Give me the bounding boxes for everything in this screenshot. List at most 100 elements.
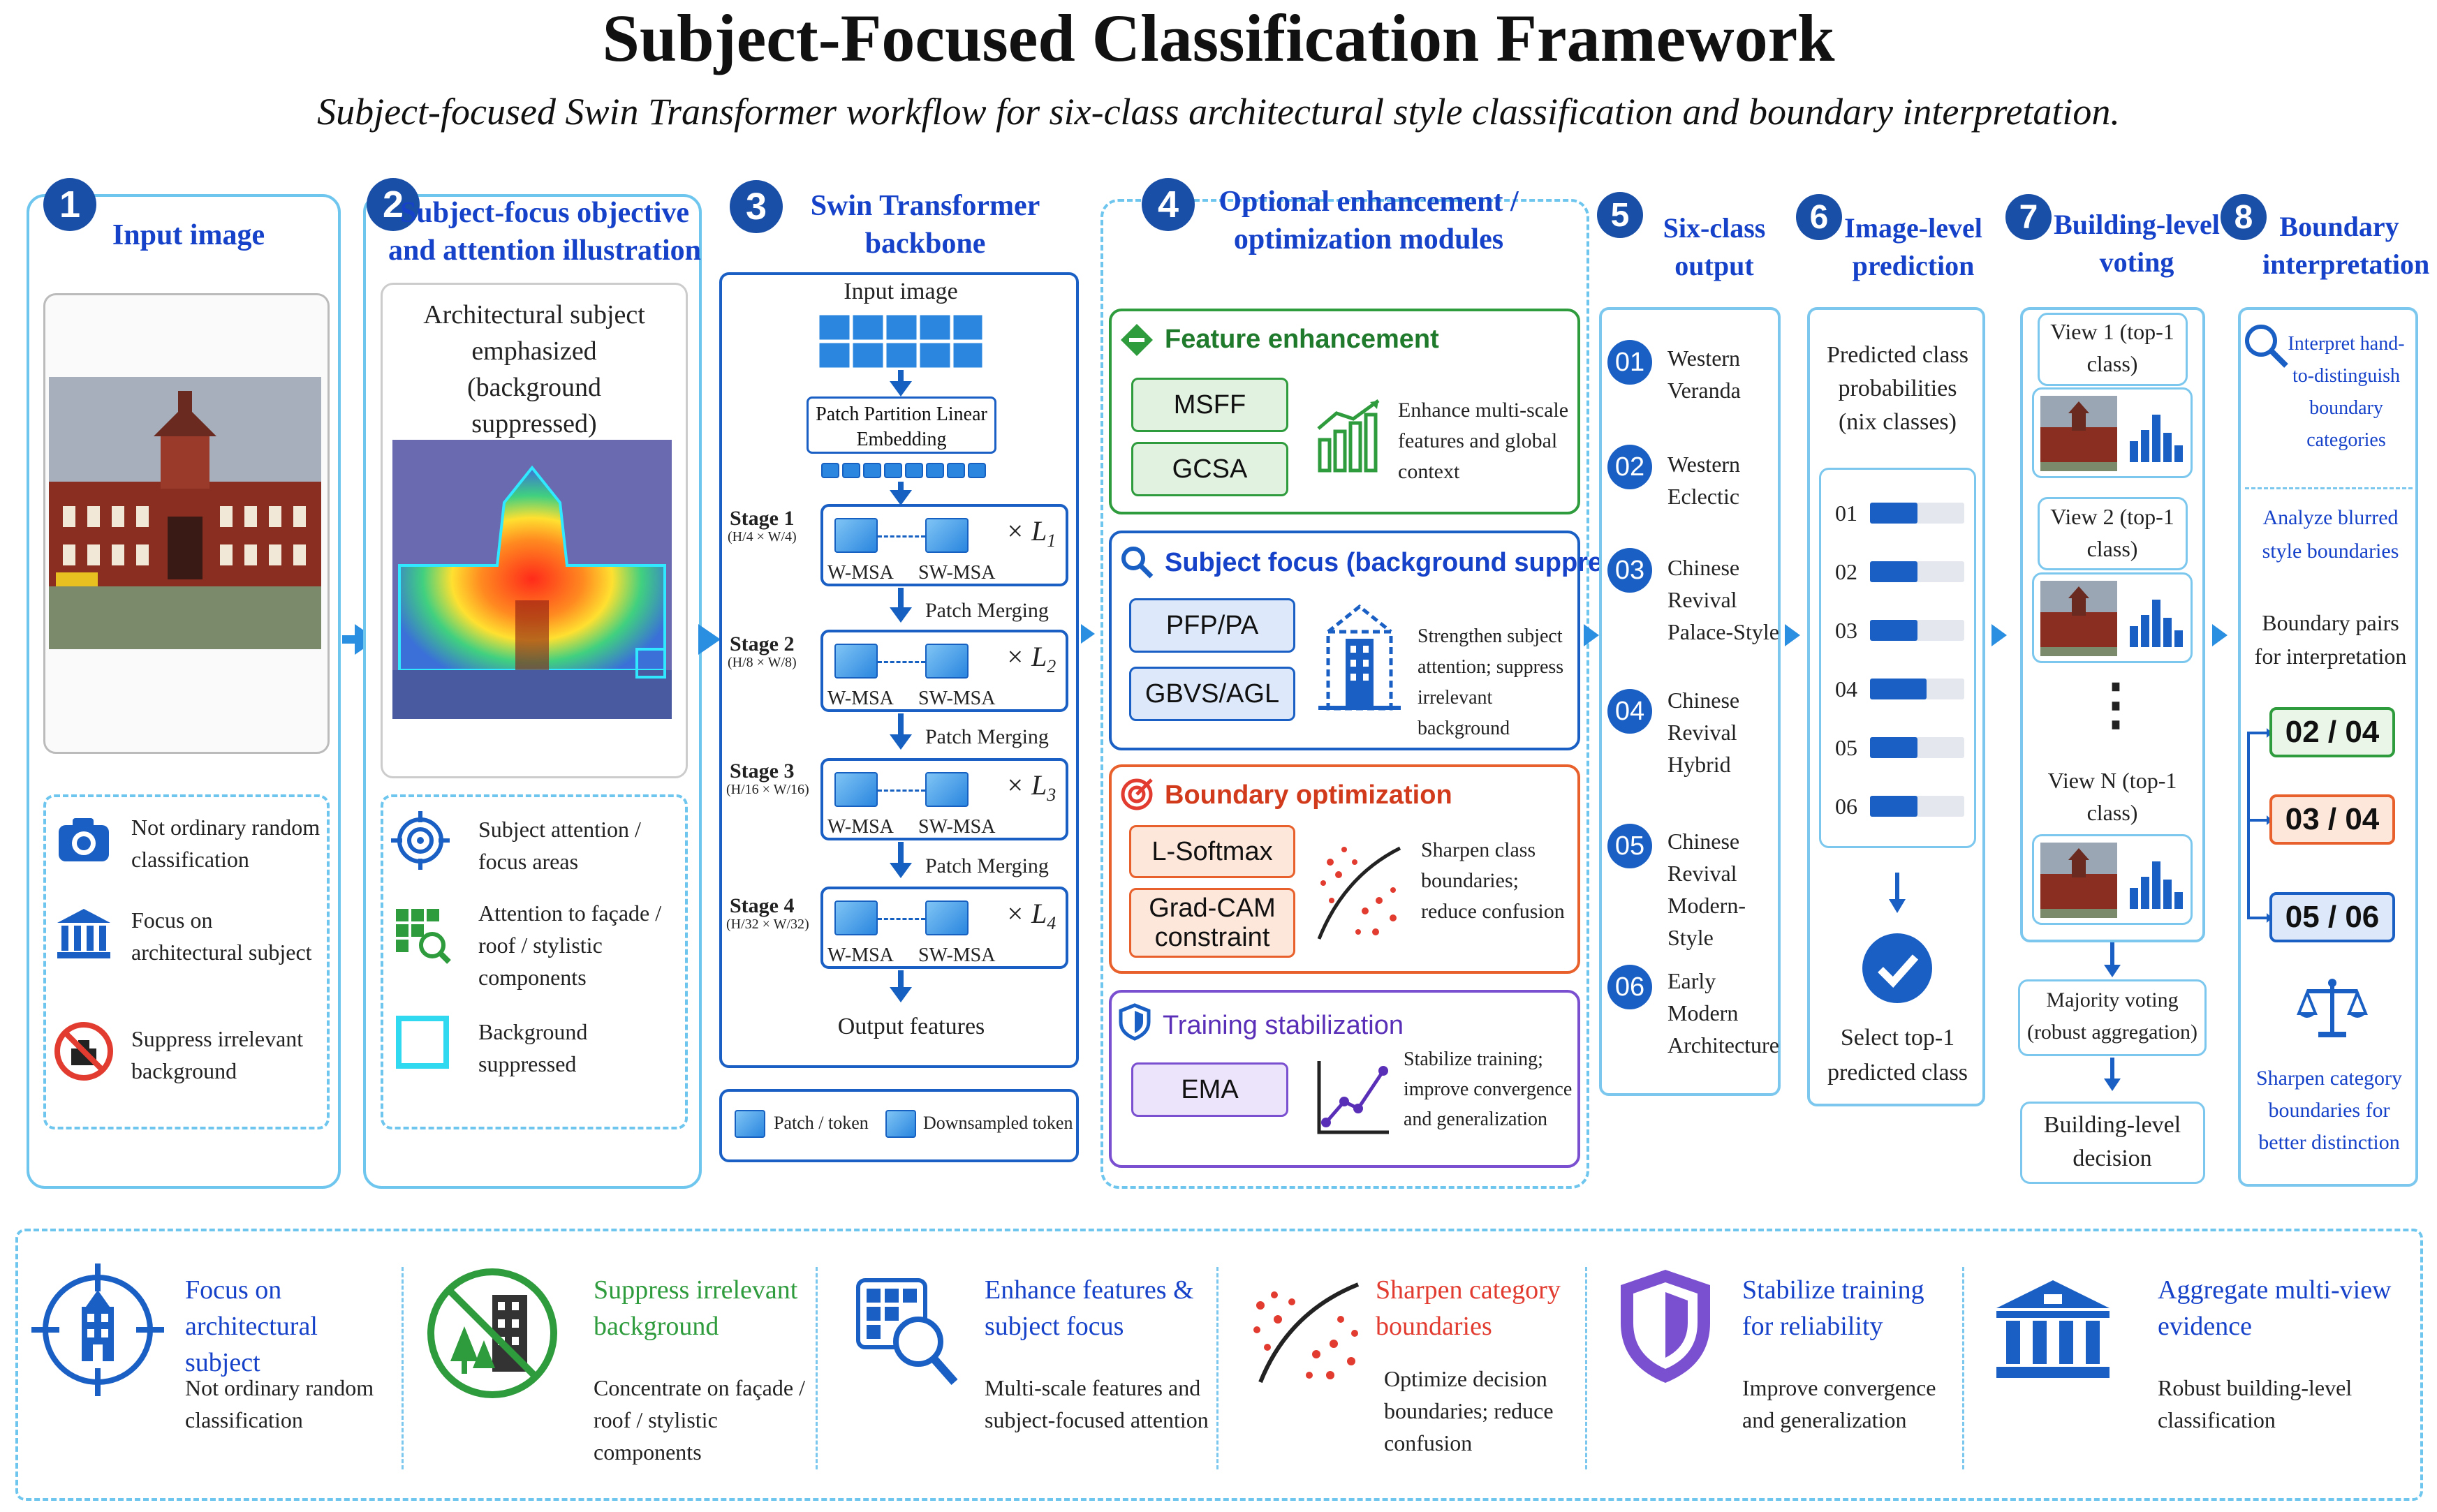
w-msa-label: W-MSA <box>827 816 894 838</box>
probability-bar <box>1870 503 1917 524</box>
bar-chart-growth-icon <box>1317 399 1380 473</box>
bar-chart-icon <box>2130 600 2183 647</box>
diamond-icon <box>1121 324 1153 356</box>
token-row-icon <box>821 463 986 478</box>
summary-strip <box>15 1229 2423 1501</box>
probability-chart <box>1819 468 1976 848</box>
module-item: PFP/PA <box>1129 598 1295 653</box>
down-arrow-icon <box>2104 1058 2121 1091</box>
bar-label: 04 <box>1835 676 1857 702</box>
module-title: Subject focus (background suppression) <box>1165 548 1681 577</box>
module-item: Grad-CAM constraint <box>1129 888 1295 958</box>
line-chart-icon <box>1317 1061 1389 1134</box>
strip-divider <box>1962 1267 1964 1469</box>
check-circle-icon <box>1862 933 1932 1003</box>
view-building-thumb <box>2040 581 2117 656</box>
flow-arrowhead <box>890 381 912 396</box>
flow-arrowhead <box>890 987 912 1002</box>
panel-5-title: Six-class output <box>1663 212 1766 281</box>
class-name: Chinese Revival Modern-Style <box>1667 829 1746 950</box>
sw-msa-label: SW-MSA <box>918 816 996 838</box>
module-item: L-Softmax <box>1129 825 1295 878</box>
divider <box>2245 487 2413 489</box>
target-arrow-icon <box>1121 778 1153 810</box>
panel-4-title: Optional enhancement / optimization modu… <box>1218 186 1519 255</box>
search-icon <box>1121 547 1154 579</box>
view-label: View 1 (top-1 class) <box>2050 319 2174 376</box>
strip-divider <box>816 1267 818 1469</box>
w-msa-label: W-MSA <box>827 562 894 584</box>
probability-bar <box>1870 796 1917 817</box>
panel-6-title: Image-level prediction <box>1844 212 1982 281</box>
class-name: Chinese Revival Palace-Style <box>1667 555 1779 644</box>
summary-text: Not ordinary random classification <box>185 1375 374 1432</box>
flow-line <box>898 713 904 736</box>
stage-dims: (H/4 × W/4) <box>728 529 797 544</box>
flow-line <box>898 970 904 988</box>
summary-text: Concentrate on façade / roof / stylistic… <box>594 1375 805 1465</box>
class-name: Chinese Revival Hybrid <box>1667 688 1740 777</box>
majority-voting-box <box>2018 979 2207 1056</box>
magnifier-icon <box>2245 325 2288 368</box>
step-number-2: 2 <box>367 178 420 231</box>
patch-token-icon <box>735 1110 765 1138</box>
bar-chart-icon <box>2130 415 2183 462</box>
strip-divider <box>1585 1267 1587 1469</box>
patch-merging-label: Patch Merging <box>925 725 1049 748</box>
patch-merging-label: Patch Merging <box>925 854 1049 877</box>
module-description: Sharpen class boundaries; reduce confusi… <box>1421 838 1565 923</box>
prediction-caption: Predicted class probabilities (nix class… <box>1827 342 1968 435</box>
down-arrow-icon <box>1889 873 1906 913</box>
backbone-input-label: Input image <box>844 279 958 304</box>
building-columns-icon <box>57 909 110 958</box>
layer-multiplier: × L1 <box>1006 515 1056 551</box>
class-id-badge: 01 <box>1607 340 1652 385</box>
flow-arrow <box>1584 624 1599 646</box>
shield-icon <box>1119 1003 1151 1041</box>
connector <box>878 535 925 538</box>
patch-merging-label: Patch Merging <box>925 599 1049 622</box>
legend-text: Suppress irrelevant background <box>131 1026 304 1083</box>
view-label: View 2 (top-1 class) <box>2050 504 2174 561</box>
attention-heatmap <box>392 440 672 719</box>
sw-msa-cube <box>925 900 969 935</box>
bar-label: 01 <box>1835 501 1857 526</box>
flow-line <box>898 482 904 491</box>
panel-1-title: Input image <box>112 219 265 251</box>
w-msa-cube <box>834 518 878 553</box>
class-name: Western Eclectic <box>1667 452 1741 509</box>
bar-label: 06 <box>1835 794 1857 819</box>
more-views-dots: ⋮ <box>2088 674 2144 736</box>
probability-bar <box>1870 620 1917 641</box>
target-building-icon <box>31 1263 164 1396</box>
summary-title: Sharpen category boundaries <box>1376 1275 1561 1341</box>
summary-text: Multi-scale features and subject-focused… <box>985 1375 1209 1432</box>
majority-voting-label: Majority voting (robust aggregation) <box>2026 988 2198 1044</box>
class-id-badge: 06 <box>1607 965 1652 1009</box>
stage-label: Stage 1 <box>730 507 795 530</box>
summary-title: Aggregate multi-view evidence <box>2158 1275 2392 1341</box>
class-name: Western Veranda <box>1667 346 1741 403</box>
class-id-badge: 04 <box>1607 689 1652 734</box>
output-features-label: Output features <box>837 1014 985 1039</box>
scatter-boundary-icon <box>1253 1282 1360 1384</box>
flow-line <box>898 588 904 609</box>
page-subtitle: Subject-focused Swin Transformer workflo… <box>317 91 2120 133</box>
boundary-pair: 03 / 04 <box>2269 794 2395 845</box>
strip-divider <box>402 1267 404 1469</box>
module-title: Training stabilization <box>1163 1011 1404 1040</box>
pair-bracket <box>2247 728 2272 923</box>
sw-msa-cube <box>925 518 969 553</box>
interpret-label: Interpret hand-to-distinguish boundary c… <box>2288 333 2405 451</box>
legend-text: Focus on architectural subject <box>131 907 312 965</box>
bar-chart-icon <box>2130 861 2183 909</box>
module-training-stabilization <box>1109 990 1580 1168</box>
stage-label: Stage 3 <box>730 759 795 783</box>
w-msa-label: W-MSA <box>827 944 894 966</box>
legend-text: Attention to façade / roof / stylistic c… <box>478 900 662 990</box>
layer-multiplier: × L2 <box>1006 641 1056 676</box>
module-item: GCSA <box>1131 442 1288 496</box>
flow-line <box>898 842 904 864</box>
panel-7-title: Building-level voting <box>2054 209 2220 278</box>
no-trees-building-icon <box>427 1268 557 1398</box>
